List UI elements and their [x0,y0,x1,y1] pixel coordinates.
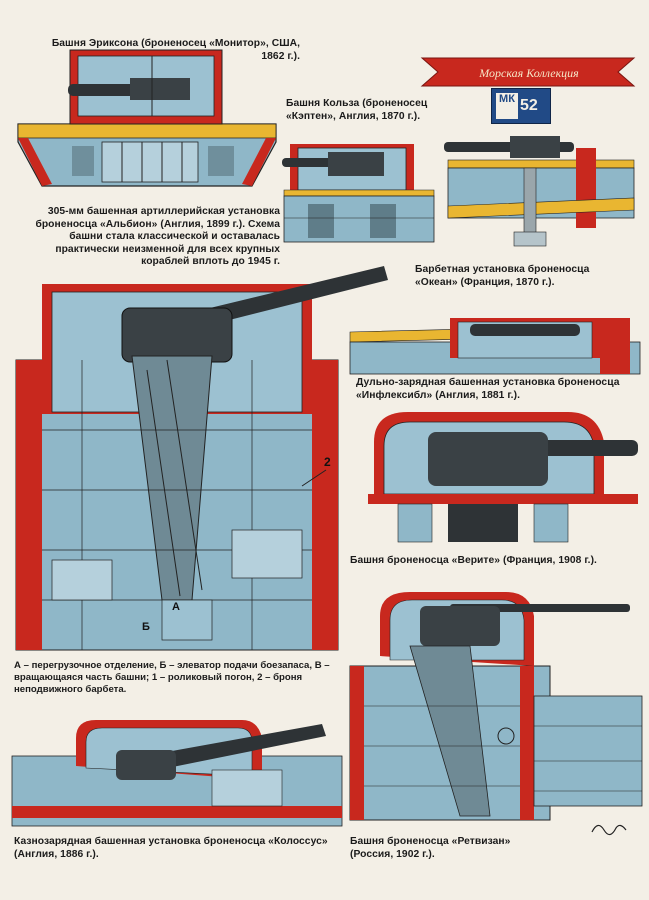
series-banner: Морская Коллекция [420,57,636,87]
caption-retvizan: Башня броненосца «Ретвизан» (Россия, 190… [350,836,511,860]
figure-monitor-turret [17,49,277,187]
figure-captain-turret [282,144,435,243]
artist-signature [591,824,627,836]
caption-inflexible: Дульно-зарядная башенная установка броне… [356,377,620,401]
series-banner-text: Морская Коллекция [478,66,579,80]
figure-ocean-barbette [444,136,635,247]
figure-verite-turret [368,412,638,543]
series-badge-letters: МК [496,93,518,119]
legend: А – перегрузочное отделение, Б – элевато… [14,660,330,695]
label-b: Б [142,621,150,633]
figure-colossus-turret [11,720,343,827]
label-two: 2 [324,455,331,469]
series-badge: МК 52 [491,88,551,124]
caption-captain: Башня Кольза (броненосец «Кэптен», Англи… [286,98,428,122]
caption-albion: 305-мм башенная артиллерийская установка… [35,206,280,268]
figure-retvizan-turret [349,592,643,821]
caption-monitor: Башня Эриксона (броненосец «Монитор», СШ… [51,38,300,62]
caption-ocean: Барбетная установка броненосца «Океан» (… [415,264,590,288]
figure-inflexible-turret [349,318,641,375]
series-badge-number: 52 [520,97,538,114]
caption-verite: Башня броненосца «Верите» (Франция, 1908… [350,555,597,566]
caption-colossus: Казнозарядная башенная установка бронено… [14,836,328,860]
label-a: А [172,601,180,613]
figure-albion-turret: А Б 2 [15,266,388,651]
